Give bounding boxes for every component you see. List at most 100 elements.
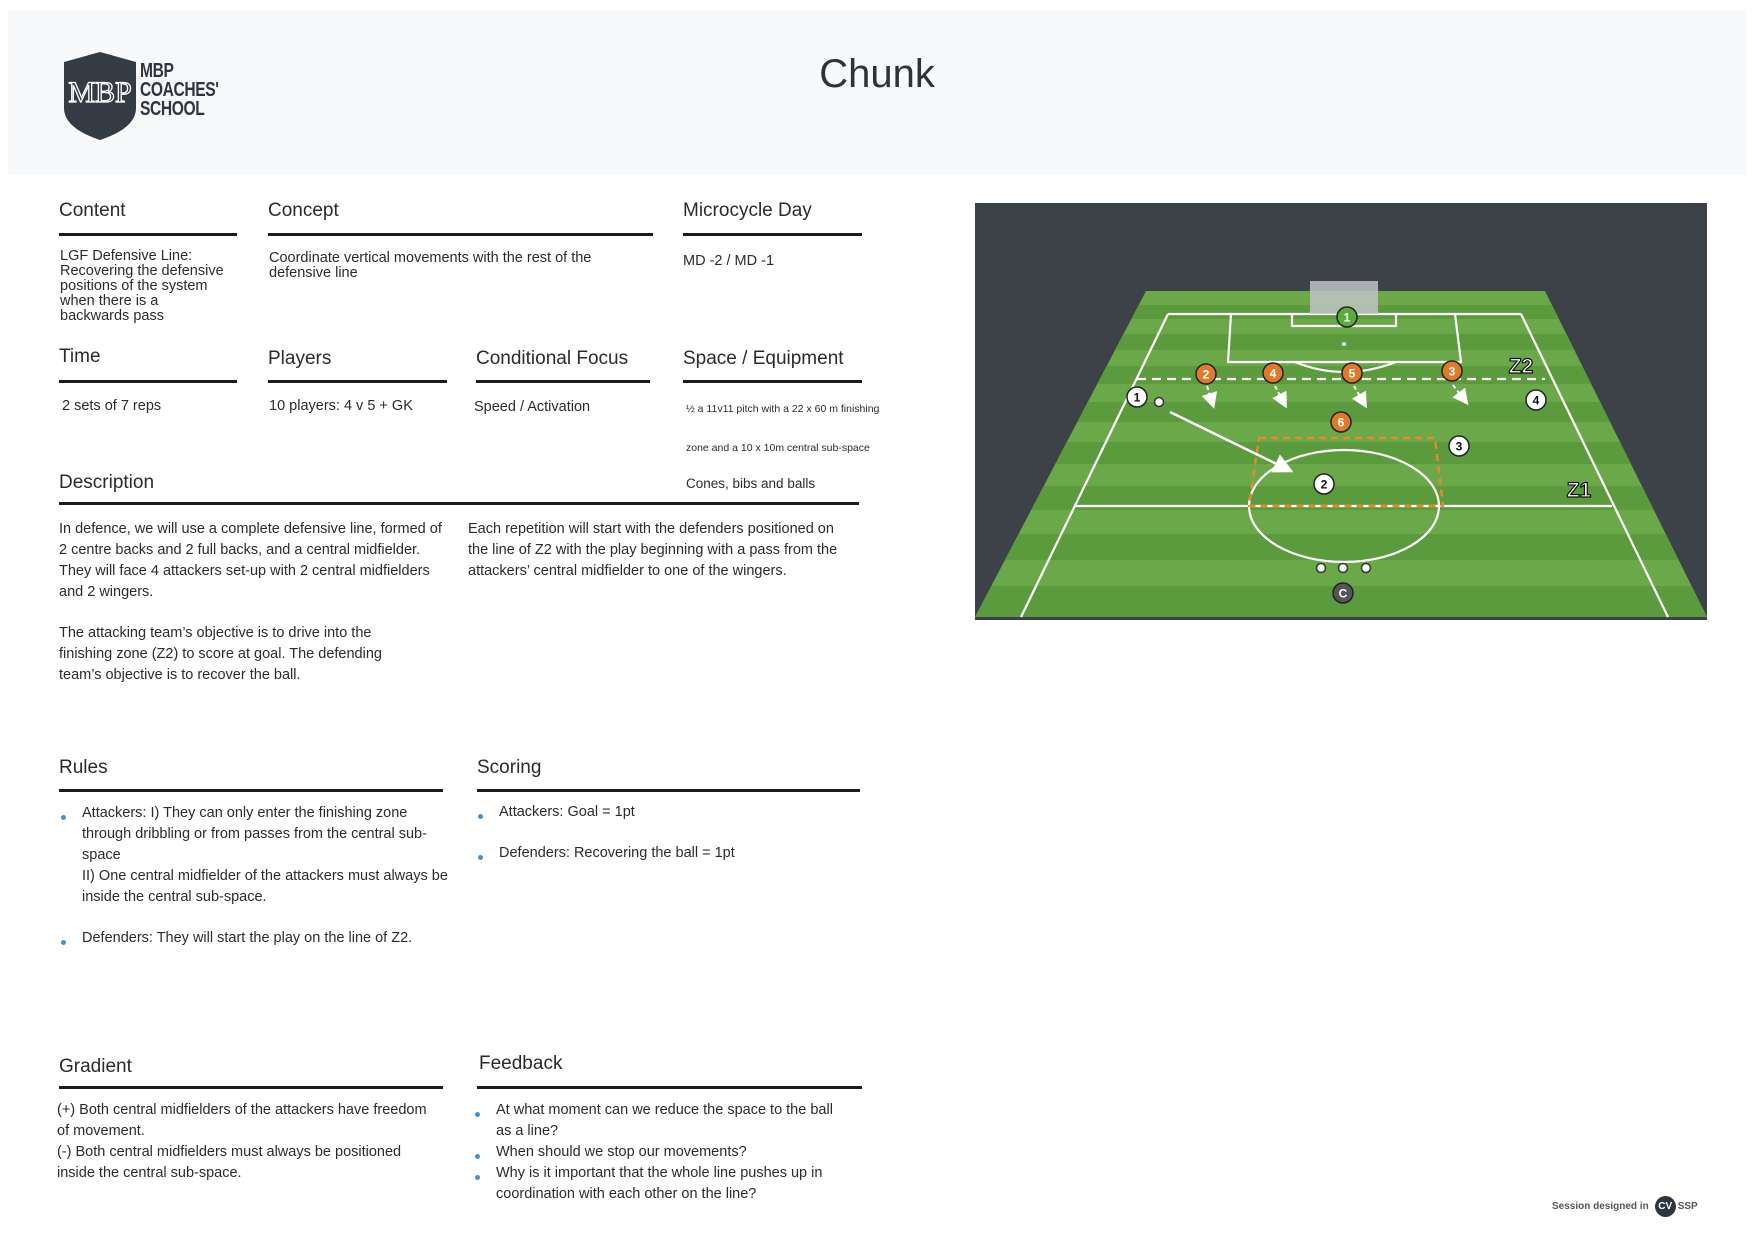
feedback-text: Why is it important that the whole line … (496, 1165, 823, 1202)
feedback-item: Why is it important that the whole line … (473, 1163, 838, 1205)
scoring-text: Attackers: Goal = 1pt (499, 804, 635, 820)
svg-text:6: 6 (1338, 416, 1345, 430)
logo-line: SCHOOL (140, 98, 205, 120)
players-heading: Players (268, 348, 332, 369)
scoring-item: Attackers: Goal = 1pt (476, 802, 856, 823)
divider (683, 380, 862, 383)
scoring-text: Defenders: Recovering the ball = 1pt (499, 845, 735, 861)
divider (59, 233, 237, 236)
ball-icon (1315, 562, 1327, 574)
rule-text: Defenders: They will start the play on t… (82, 930, 413, 946)
coach-token: C (1332, 582, 1354, 604)
svg-text:1: 1 (1344, 311, 1351, 325)
zone-label-z1: Z1 (1567, 479, 1592, 502)
logo-line: COACHES' (140, 79, 219, 101)
scoring-list: Attackers: Goal = 1pt Defenders: Recover… (476, 802, 856, 864)
svg-text:C: C (1339, 587, 1348, 601)
gradient-line: (-) Both central midfielders must always… (57, 1144, 402, 1181)
logo: MBP (60, 50, 140, 147)
microcycle-value: MD -2 / MD -1 (683, 253, 775, 269)
space-equipment-heading: Space / Equipment (683, 348, 844, 369)
svg-text:3: 3 (1449, 365, 1456, 379)
defender-token: 4 (1262, 362, 1284, 384)
attacker-token: 4 (1525, 389, 1547, 411)
movement-arrows (1201, 384, 1469, 409)
header-band (8, 10, 1746, 175)
description-paragraph: The attacking team’s objective is to dri… (59, 625, 382, 683)
bullet-icon (478, 855, 483, 860)
logo-line: MBP (140, 60, 174, 82)
content-line: positions of the system (60, 278, 208, 294)
feedback-item: When should we stop our movements? (473, 1142, 838, 1163)
content-line: backwards pass (60, 308, 164, 324)
ball-icon (1153, 396, 1165, 408)
divider (477, 789, 860, 792)
attacker-token: 2 (1313, 473, 1335, 495)
svg-text:2: 2 (1321, 478, 1328, 492)
rule-text: II) One central midfielder of the attack… (82, 868, 448, 905)
microcycle-heading: Microcycle Day (683, 200, 812, 221)
ball-icon (1337, 562, 1349, 574)
rules-heading: Rules (59, 757, 108, 778)
bullet-icon (478, 814, 483, 819)
divider (683, 233, 862, 236)
svg-text:4: 4 (1270, 367, 1277, 381)
divider (476, 380, 650, 383)
content-text: LGF Defensive Line: Recovering the defen… (60, 249, 224, 324)
pass-arrow (1169, 410, 1294, 473)
space-line: ½ a 11v11 pitch with a 22 x 60 m finishi… (686, 403, 880, 415)
description-heading: Description (59, 472, 155, 493)
footer-text: Session designed in (1552, 1201, 1649, 1212)
space-line: zone and a 10 x 10m central sub-space (686, 442, 870, 454)
content-heading: Content (59, 200, 126, 221)
zone-label-z2: Z2 (1509, 355, 1534, 378)
gradient-heading: Gradient (59, 1056, 132, 1077)
rules-list: Attackers: I) They can only enter the fi… (59, 803, 449, 949)
defender-token: 2 (1195, 363, 1217, 385)
player-tokens: 1 2 4 5 3 6 1 4 3 2C (1126, 306, 1547, 604)
footer-brand: SSP (1677, 1201, 1698, 1212)
content-line: LGF Defensive Line: (60, 248, 193, 264)
description-paragraph: Each repetition will start with the defe… (468, 521, 838, 579)
logo-text: MBP COACHES' SCHOOL (140, 60, 219, 120)
feedback-text: When should we stop our movements? (496, 1144, 747, 1160)
bullet-icon (475, 1175, 480, 1180)
bullet-icon (61, 815, 66, 820)
divider (59, 789, 443, 792)
divider (268, 380, 447, 383)
time-value: 2 sets of 7 reps (62, 398, 162, 414)
feedback-text: At what moment can we reduce the space t… (496, 1102, 833, 1139)
rule-text: Attackers: I) They can only enter the fi… (82, 805, 427, 863)
bullet-icon (61, 940, 66, 945)
content-line: when there is a (60, 293, 159, 309)
bullet-icon (475, 1112, 480, 1117)
divider (59, 502, 859, 505)
svg-text:1: 1 (1134, 391, 1141, 405)
bullet-icon (475, 1154, 480, 1159)
rule-item: Attackers: I) They can only enter the fi… (59, 803, 449, 908)
feedback-heading: Feedback (479, 1053, 563, 1074)
feedback-item: At what moment can we reduce the space t… (473, 1100, 838, 1142)
conditional-focus-value: Speed / Activation (474, 399, 591, 415)
svg-text:3: 3 (1456, 440, 1463, 454)
attacker-token: 3 (1448, 435, 1470, 457)
equipment-value: Cones, bibs and balls (686, 476, 816, 491)
divider (477, 1086, 862, 1089)
scoring-item: Defenders: Recovering the ball = 1pt (476, 843, 856, 864)
ball-icon (1360, 562, 1372, 574)
concept-text: Coordinate vertical movements with the r… (269, 251, 591, 281)
ssp-logo-icon: CV (1654, 1196, 1676, 1217)
gradient-text: (+) Both central midfielders of the atta… (57, 1100, 437, 1184)
rule-item: Defenders: They will start the play on t… (59, 928, 449, 949)
shield-logo-icon: MBP (64, 52, 136, 140)
central-sub-space (1247, 436, 1445, 508)
svg-text:5: 5 (1349, 367, 1356, 381)
divider (59, 1086, 443, 1089)
defender-token: 6 (1330, 411, 1352, 433)
svg-text:4: 4 (1533, 394, 1540, 408)
concept-line: defensive line (269, 265, 358, 281)
attacker-token: 1 (1126, 386, 1148, 408)
description-paragraph: In defence, we will use a complete defen… (59, 521, 442, 600)
gradient-line: (+) Both central midfielders of the atta… (57, 1102, 427, 1139)
defender-token: 5 (1341, 362, 1363, 384)
